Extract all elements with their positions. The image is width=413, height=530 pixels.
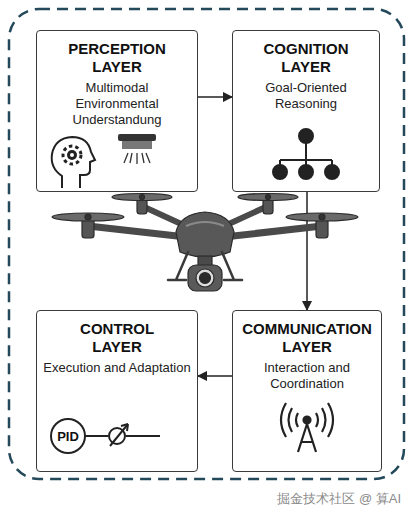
pid-valve-icon xyxy=(51,419,160,453)
antenna-icon xyxy=(281,403,333,452)
sensor-icon xyxy=(118,134,156,164)
flow-arrow xyxy=(306,192,308,310)
layer-box: PERCEPTION LAYER Multimodal Environmental… xyxy=(36,30,198,192)
layer-description: Goal-Oriented Reasoning xyxy=(239,80,373,112)
watermark: 掘金技术社区 @ 算AI xyxy=(277,492,401,505)
layer-title: CONTROL LAYER xyxy=(80,320,154,356)
layer-box: COMMUNICATION LAYER Interaction and Coord… xyxy=(232,310,382,472)
flow-arrow xyxy=(198,96,232,98)
head-gear-icon xyxy=(52,137,95,188)
flow-arrow xyxy=(198,375,232,377)
dashed-boundary xyxy=(9,9,404,479)
layer-description: Execution and Adaptation xyxy=(43,360,191,376)
layer-box: COGNITION LAYER Goal-Oriented Reasoning xyxy=(232,30,380,192)
layer-title: COGNITION LAYER xyxy=(264,40,349,76)
layer-title: PERCEPTION LAYER xyxy=(68,40,166,76)
layer-title: COMMUNICATION LAYER xyxy=(242,320,372,356)
hierarchy-icon xyxy=(273,129,339,179)
pid-label: PID xyxy=(57,430,79,443)
layer-description: Multimodal Environmental Understandung xyxy=(43,80,191,128)
layer-box: CONTROL LAYER Execution and Adaptation xyxy=(36,310,198,472)
layer-description: Interaction and Coordination xyxy=(239,360,375,392)
